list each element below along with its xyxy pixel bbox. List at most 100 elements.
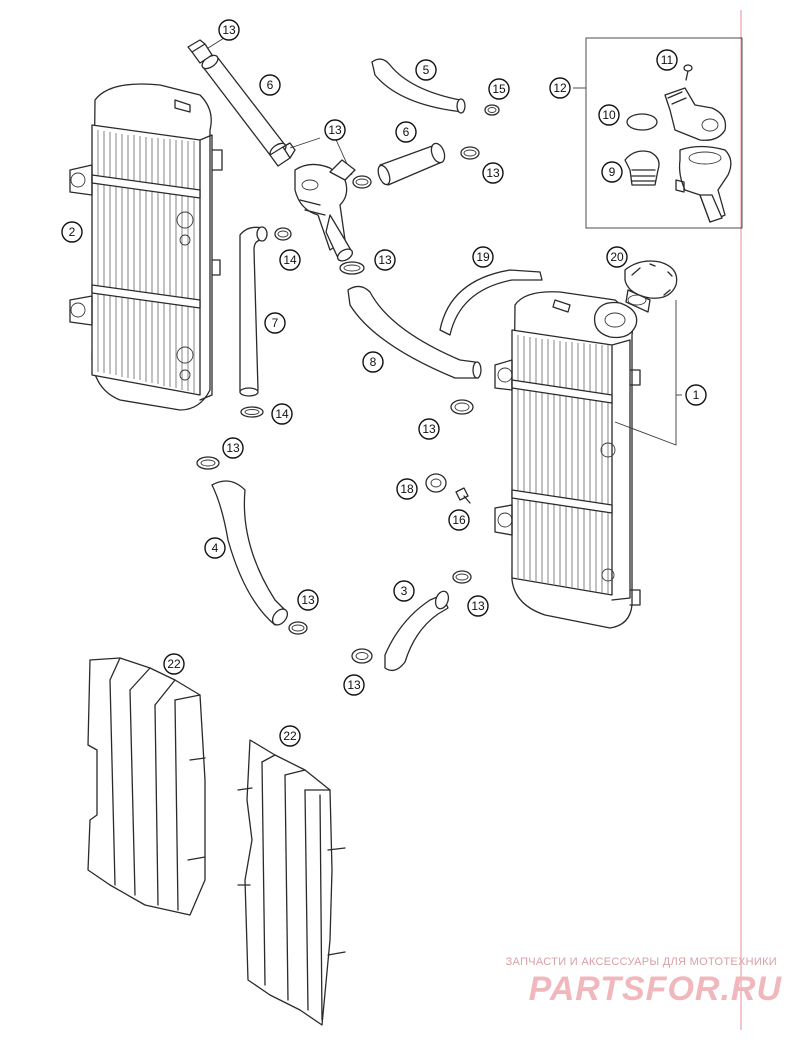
svg-text:9: 9 (609, 165, 616, 179)
svg-text:20: 20 (610, 250, 624, 264)
watermark-logo: PARTSFOR.RU (529, 970, 783, 1008)
callout-6-middle: 6 (395, 121, 417, 143)
watermark: ЗАПЧАСТИ И АКСЕССУАРЫ ДЛЯ МОТОТЕХНИКИ PA… (506, 956, 783, 1008)
callout-1: 1 (685, 384, 707, 406)
clamp-14-lower (240, 406, 264, 418)
hose-6-upper (201, 54, 287, 158)
callout-8: 8 (362, 351, 384, 373)
left-radiator-fins (97, 130, 195, 393)
hose-19 (439, 269, 543, 336)
clamp-upper-6a (187, 39, 213, 64)
screw-11 (683, 64, 693, 81)
clamp-15 (484, 104, 500, 116)
svg-text:13: 13 (486, 166, 500, 180)
svg-text:13: 13 (347, 678, 361, 692)
thermostat-9 (624, 150, 660, 186)
callout-18: 18 (396, 478, 418, 500)
hose-8 (347, 285, 482, 379)
svg-text:13: 13 (226, 441, 240, 455)
right-radiator (494, 291, 641, 629)
clamp-thermostat (352, 175, 372, 189)
callout-14-b: 14 (271, 403, 293, 425)
hose-6-middle (377, 142, 446, 186)
callout-12: 12 (549, 77, 571, 99)
callout-9: 9 (601, 161, 623, 183)
callout-15: 15 (488, 78, 510, 100)
callout-6-upper: 6 (259, 74, 281, 96)
callout-13-e: 13 (418, 418, 440, 440)
callout-19: 19 (472, 246, 494, 268)
svg-text:22: 22 (283, 729, 297, 743)
hose-4 (211, 480, 289, 626)
callout-10: 10 (598, 104, 620, 126)
svg-text:14: 14 (275, 407, 289, 421)
svg-text:22: 22 (167, 657, 181, 671)
clamp-upper-6b (269, 142, 296, 167)
svg-text:16: 16 (452, 513, 466, 527)
svg-text:13: 13 (471, 599, 485, 613)
svg-text:13: 13 (301, 593, 315, 607)
svg-text:12: 12 (553, 81, 567, 95)
callout-7: 7 (264, 312, 286, 334)
callout-13-a: 13 (218, 19, 240, 41)
callout-3: 3 (393, 580, 415, 602)
svg-text:13: 13 (222, 23, 236, 37)
svg-text:6: 6 (403, 125, 410, 139)
callout-4: 4 (204, 537, 226, 559)
svg-text:2: 2 (69, 225, 76, 239)
callouts: 1 2 3 4 5 6 6 7 8 9 10 11 12 13 13 13 13… (61, 19, 707, 747)
hose-7 (239, 226, 268, 397)
callout-11: 11 (656, 49, 678, 71)
housing-cover (664, 87, 727, 141)
hose-3 (384, 590, 450, 672)
svg-text:18: 18 (400, 482, 414, 496)
callout-13-g: 13 (297, 589, 319, 611)
radiator-cap (624, 260, 678, 313)
svg-text:11: 11 (661, 53, 674, 67)
callout-13-h: 13 (467, 595, 489, 617)
callout-13-b: 13 (324, 119, 346, 141)
callout-14-a: 14 (279, 249, 301, 271)
svg-text:5: 5 (423, 63, 430, 77)
callout-13-d: 13 (374, 249, 396, 271)
clamp-hose-8-upper (339, 261, 365, 275)
callout-20: 20 (606, 246, 628, 268)
svg-text:13: 13 (378, 253, 392, 267)
svg-text:8: 8 (370, 355, 377, 369)
watermark-tagline: ЗАПЧАСТИ И АКСЕССУАРЫ ДЛЯ МОТОТЕХНИКИ (506, 956, 777, 968)
svg-text:7: 7 (272, 316, 279, 330)
svg-text:15: 15 (492, 82, 506, 96)
svg-text:13: 13 (328, 123, 342, 137)
callout-5: 5 (415, 59, 437, 81)
grommet-18 (425, 473, 447, 493)
bolt-16 (455, 487, 471, 504)
clamp-hose-4-upper (196, 456, 220, 470)
thermostat-housing (294, 159, 356, 262)
svg-text:6: 6 (267, 78, 274, 92)
callout-2: 2 (61, 221, 83, 243)
svg-text:13: 13 (422, 422, 436, 436)
thermostat-kit-box (573, 37, 743, 229)
hose-5 (371, 58, 466, 114)
callout-13-c: 13 (482, 162, 504, 184)
svg-text:1: 1 (693, 388, 700, 402)
clamp-14-upper (274, 227, 292, 241)
clamp-hose-3-upper (452, 570, 472, 584)
clamp-hose-4-lower (288, 621, 308, 635)
clamp-hose-3-lower (351, 648, 373, 664)
shroud-left (87, 657, 206, 916)
svg-text:4: 4 (212, 541, 219, 555)
callout-13-f: 13 (222, 437, 244, 459)
callout-16: 16 (448, 509, 470, 531)
svg-text:10: 10 (602, 108, 616, 122)
clamp-6-middle (460, 146, 480, 160)
o-ring-10 (626, 113, 658, 131)
callout-13-i: 13 (343, 674, 365, 696)
left-radiator (69, 83, 223, 411)
callout-22-b: 22 (279, 725, 301, 747)
clamp-hose-8-lower (450, 399, 474, 415)
housing-body (675, 145, 732, 223)
right-radiator-fins (517, 335, 609, 594)
callout-22-a: 22 (163, 653, 185, 675)
